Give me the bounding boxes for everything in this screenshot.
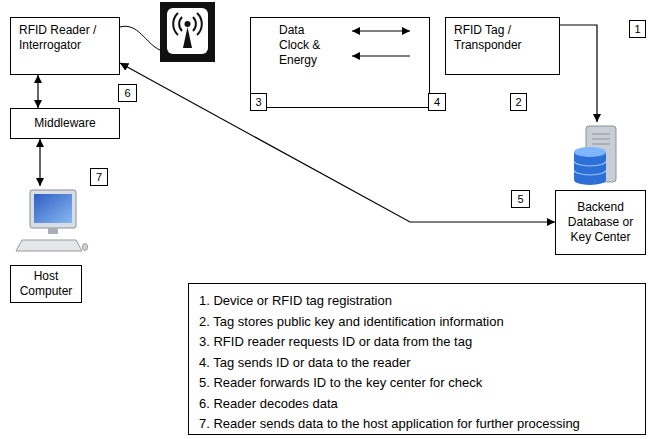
middleware-box: Middleware <box>10 108 120 139</box>
data-arrow <box>352 30 410 31</box>
label-frame: Host Computer <box>10 265 82 303</box>
cylinder-base <box>574 175 606 185</box>
callout-number: 1 <box>629 20 646 38</box>
callout-number: 5 <box>517 194 523 205</box>
note-line: 5. Reader forwards ID to the key center … <box>199 373 482 394</box>
callout-number: 4 <box>428 93 446 111</box>
box-label: Data Clock & Energy <box>279 23 329 68</box>
note-line: 2. Tag stores public key and identificat… <box>199 312 504 333</box>
computer-icon <box>16 190 88 251</box>
cylinder-top <box>574 147 606 157</box>
note-line: 7. Reader sends data to the host applica… <box>199 414 580 435</box>
mouse <box>83 244 88 251</box>
antenna-wire <box>120 26 160 50</box>
connector-arrow <box>37 75 38 108</box>
cylinder-bands <box>574 161 606 175</box>
box-label: Backend Database or Key Center <box>561 200 640 245</box>
database-box: Backend Database or Key Center <box>555 122 646 255</box>
tag-box: RFID Tag / Transponder <box>445 17 560 75</box>
note-line: 6. Reader decodes data <box>199 394 338 415</box>
callout-number: 4 <box>434 97 440 108</box>
antenna-dot <box>185 21 191 27</box>
callout-number: 3 <box>250 93 267 111</box>
antenna-mast <box>183 27 192 48</box>
screen <box>34 194 72 223</box>
callout-number: 6 <box>118 84 137 102</box>
connector-arrow <box>39 139 40 186</box>
antenna-frame <box>160 2 215 62</box>
box-label: Middleware <box>34 116 95 131</box>
callout-number: 5 <box>511 190 530 208</box>
legend-box: 1. Device or RFID tag registration2. Tag… <box>188 283 646 435</box>
callout-number: 3 <box>255 97 261 108</box>
antenna-icon <box>160 2 215 62</box>
callout-number: 1 <box>634 24 640 35</box>
callout-number: 6 <box>124 88 130 99</box>
channel-box: Data Clock & Energy <box>250 17 430 108</box>
energy-arrow <box>352 55 410 56</box>
database-icon <box>574 126 616 185</box>
callout-number: 2 <box>510 93 527 111</box>
connector-arrow <box>560 25 597 122</box>
label-frame: Backend Database or Key Center <box>555 190 646 255</box>
callout-number: 7 <box>96 172 102 183</box>
callout-number: 2 <box>515 97 521 108</box>
box-label: RFID Reader / Interrogator <box>19 23 111 53</box>
box-label: Host Computer <box>16 269 76 299</box>
server-slots <box>592 134 610 144</box>
monitor <box>30 190 76 228</box>
note-line: 1. Device or RFID tag registration <box>199 291 392 312</box>
note-line: 3. RFID reader requests ID or data from … <box>199 332 472 353</box>
monitor-stand <box>48 228 58 234</box>
box-label: RFID Tag / Transponder <box>454 23 551 53</box>
callout-number: 7 <box>90 168 108 186</box>
host-box: Host Computer <box>10 186 82 303</box>
reader-box: RFID Reader / Interrogator <box>10 17 120 75</box>
note-line: 4. Tag sends ID or data to the reader <box>199 353 411 374</box>
antenna-panel <box>167 8 208 54</box>
connector-arrow <box>120 63 555 222</box>
keyboard <box>16 240 82 251</box>
